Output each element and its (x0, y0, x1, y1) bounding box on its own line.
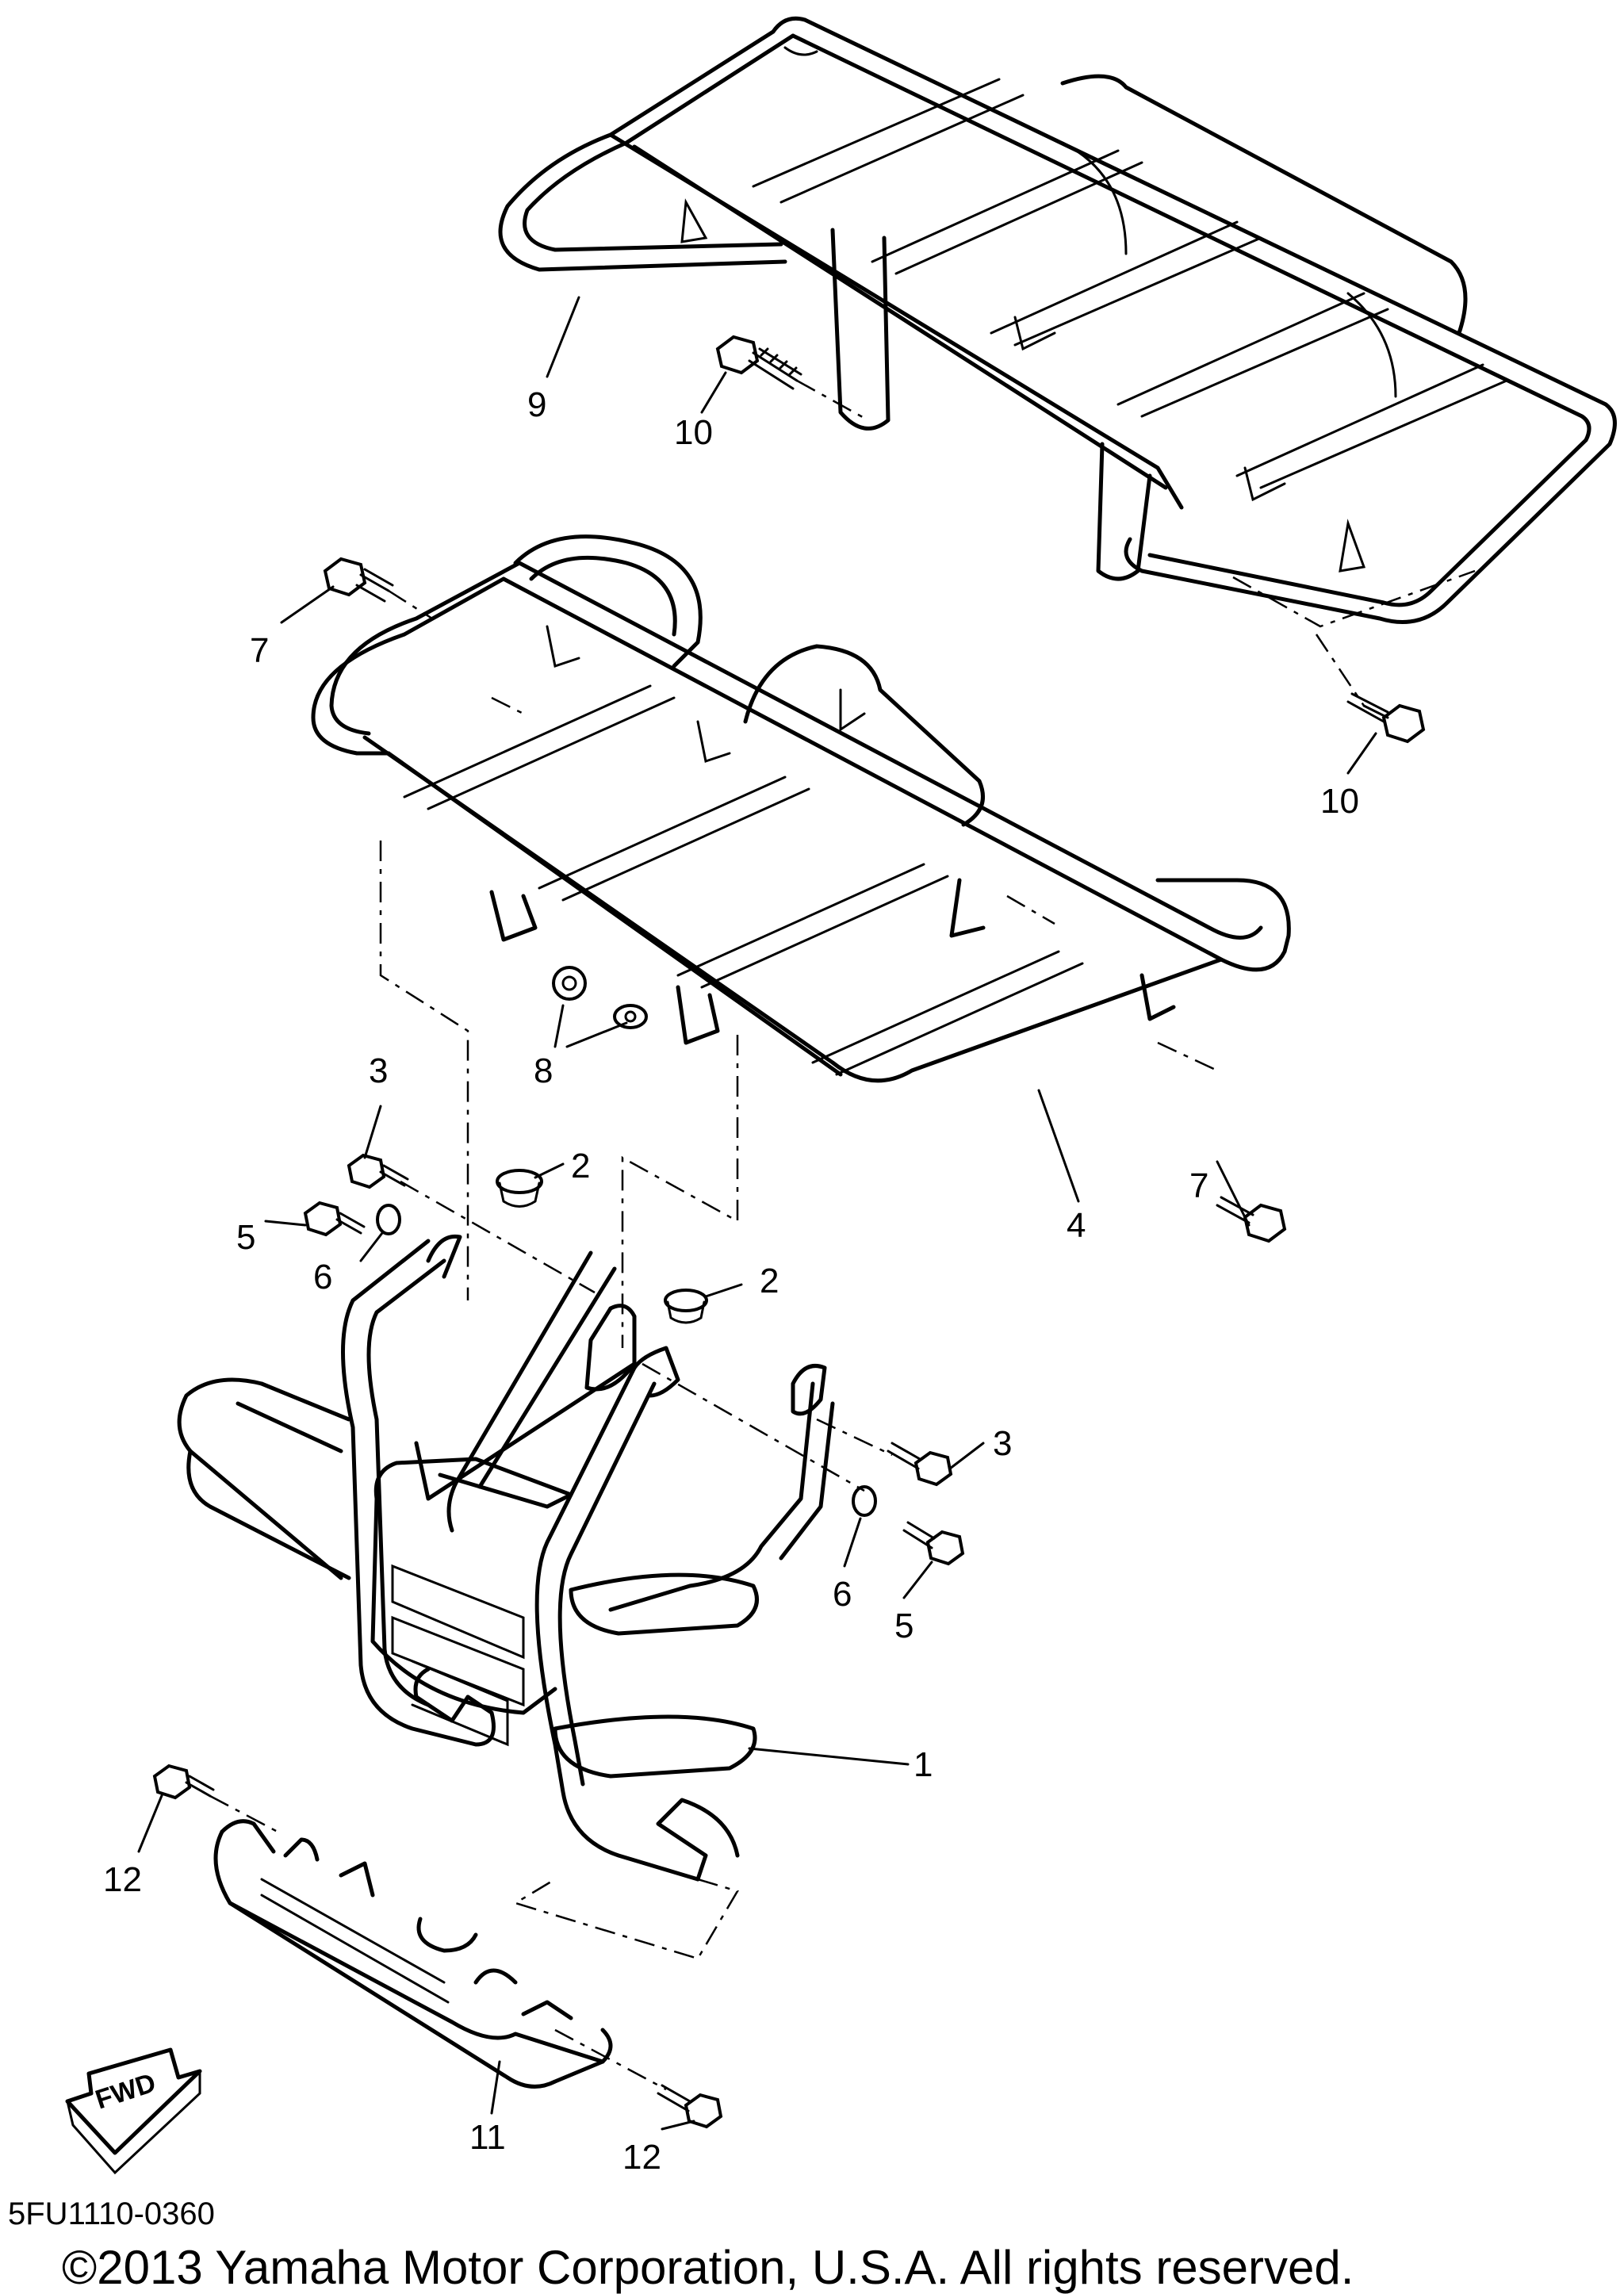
callout-4: 4 (1067, 1206, 1086, 1245)
collar-2-lower (664, 1289, 708, 1324)
front-carrier (311, 534, 1291, 1083)
callout-7-upper: 7 (250, 631, 269, 670)
front-guard (177, 1234, 835, 1882)
callout-12-lower: 12 (622, 2138, 661, 2177)
callout-11: 11 (469, 2118, 506, 2157)
bolt-3-upper (347, 1153, 409, 1189)
bolt-12-lower (657, 2084, 723, 2129)
callout-7-lower: 7 (1189, 1166, 1208, 1205)
assembly-lines (209, 379, 1476, 2091)
fasteners (152, 335, 1426, 2129)
callout-3-upper: 3 (369, 1051, 388, 1090)
callout-3-lower: 3 (993, 1424, 1012, 1463)
bolt-5-upper (303, 1201, 366, 1237)
callout-2-lower: 2 (760, 1262, 779, 1300)
nut-8-right (613, 1004, 648, 1029)
rear-carrier (498, 16, 1617, 624)
callout-9: 9 (527, 385, 546, 424)
bolt-3-lower (887, 1442, 953, 1487)
callout-6-upper: 6 (313, 1258, 332, 1296)
callout-1: 1 (914, 1745, 933, 1784)
bolt-10-upper (715, 335, 802, 390)
bolt-5-lower (902, 1521, 965, 1566)
leader-lines (137, 296, 1377, 2131)
nut-8-left (552, 966, 587, 1001)
washer-6-lower (852, 1485, 877, 1517)
bolt-10-lower (1346, 692, 1426, 744)
callout-12-upper: 12 (103, 1860, 142, 1899)
copyright-text: ©2013 Yamaha Motor Corporation, U.S.A. A… (62, 2241, 1354, 2294)
fwd-arrow-icon: FWD (65, 2047, 202, 2175)
collar-2-upper (496, 1169, 543, 1208)
washer-6-upper (376, 1204, 401, 1235)
callout-6-lower: 6 (833, 1575, 852, 1614)
callout-8: 8 (534, 1051, 553, 1090)
callout-10-upper: 10 (674, 413, 713, 452)
lower-guard-bar (213, 1819, 613, 2089)
bolt-12-upper (152, 1764, 215, 1800)
callout-10-lower: 10 (1320, 782, 1359, 821)
callout-labels: 9 10 10 7 7 8 4 3 3 2 2 5 5 6 6 1 12 12 … (103, 385, 1359, 2177)
callout-2-upper: 2 (571, 1147, 590, 1185)
bolt-7-lower (1216, 1196, 1287, 1243)
reference-code: 5FU1110-0360 (8, 2196, 215, 2231)
callout-5-upper: 5 (236, 1218, 255, 1257)
callout-5-lower: 5 (894, 1607, 914, 1645)
bolt-7-upper (323, 557, 394, 603)
